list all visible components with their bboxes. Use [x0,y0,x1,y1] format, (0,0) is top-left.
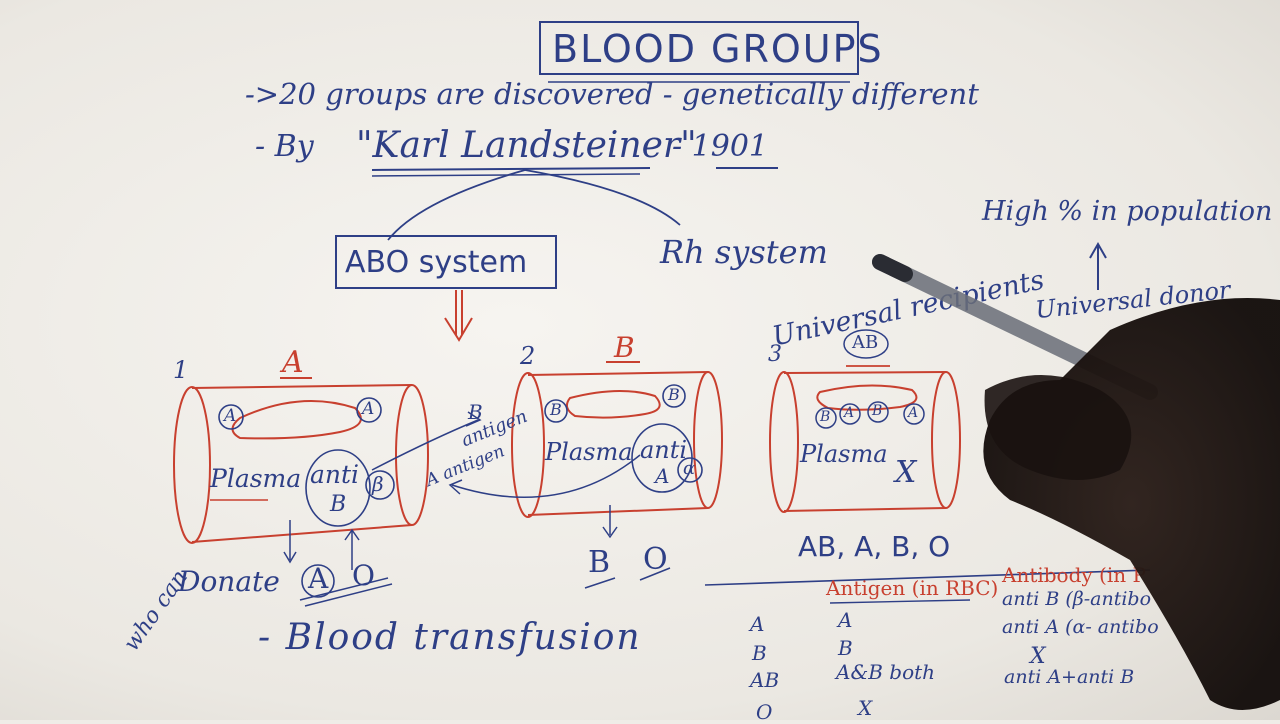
cell-2-group: B [614,331,635,364]
cell-1-number: 1 [173,356,189,384]
cell-2-antibody-bottom: A [655,464,670,488]
cell-1-antigen-left: A [224,406,237,426]
cell-3-plasma-label: Plasma [800,440,888,468]
cell-1-antibody-bottom: B [330,492,347,517]
donate-a: A [308,562,329,595]
intro-by: - By [255,129,314,164]
table-row-4-antigen: X [858,696,873,720]
abo-system-label: ABO system [345,245,528,280]
cell-1-group: A [282,345,304,380]
cell-2-number: 2 [520,342,536,370]
table-header-antibody: Antibody (in P [1002,563,1146,587]
cell-1-antibody-symbol: β [372,472,384,496]
blood-transfusion-label: - Blood transfusion [258,617,642,658]
cell-1-antigen-right: A [362,399,375,419]
cell-3-antigen-1: B [820,409,831,425]
table-row-2-group: B [752,641,767,665]
cell-2-donate-o: O [643,542,668,577]
cell-1-antibody-top: anti [310,460,360,489]
cell-2-antigen-right: B [668,385,680,404]
cell-3-antigen-3: B [872,403,883,419]
page-title: BLOOD GROUPS [552,27,884,71]
rh-system-label: Rh system [660,233,828,271]
cell-2-plasma-label: Plasma [545,438,633,466]
table-row-1-group: A [750,612,765,636]
discoverer-name: "Karl Landsteiner" [356,125,697,166]
table-row-3-antibody: X [1030,644,1046,669]
cell-3-no-antibody: X [895,455,917,490]
table-row-2-antigen: B [838,636,853,660]
donate-label: Donate [178,565,280,598]
table-row-3-group: AB [750,668,780,692]
table-row-2-antibody: anti A (α- antibo [1002,616,1159,638]
blood-group-list: AB, A, B, O [798,530,951,563]
table-row-1-antibody: anti B (β-antibo [1002,588,1152,610]
cell-1-plasma-label: Plasma [210,464,302,493]
high-percent-note: High % in population [982,196,1273,227]
donate-o: O [352,559,375,592]
table-row-3-antigen: A&B both [836,660,936,684]
b-antigen-letter: B [468,400,483,424]
table-header-antigen: Antigen (in RBC) [826,576,999,600]
discovery-year: - 1901 [672,129,769,164]
cell-2-antigen-left: B [550,400,562,419]
cell-3-number: 3 [768,342,782,367]
cell-3-antigen-4: A [908,405,919,421]
cell-2-antibody-top: anti [640,436,688,464]
table-row-4-group: O [756,700,773,724]
intro-line-1: ->20 groups are discovered - genetically… [245,77,979,111]
cell-2-antibody-symbol: α [683,458,696,479]
cell-3-group: AB [852,332,879,353]
cell-3-antigen-2: A [844,405,855,421]
table-row-4-antibody: anti A+anti B [1004,666,1135,688]
table-row-1-antigen: A [838,608,853,632]
cell-2-donate-b: B [588,545,611,580]
